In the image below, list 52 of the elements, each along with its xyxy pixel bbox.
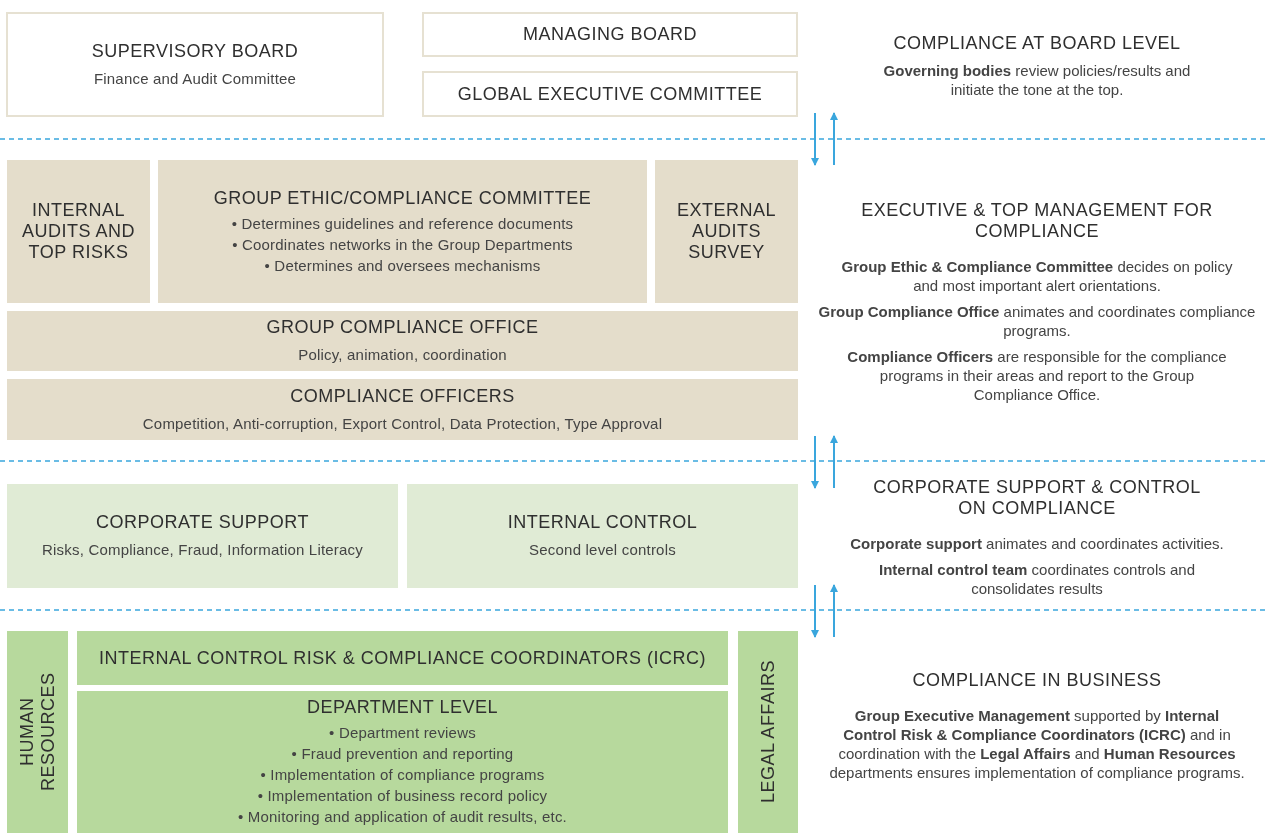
unit-description: Policy, animation, coordination xyxy=(298,345,507,365)
unit-title: INTERNAL AUDITS AND TOP RISKS xyxy=(21,200,136,263)
section-description: Group Executive Management supported by Internal Control Risk & Compliance Coordinators (ICRC) and in coordination with the Legal Affairs and Human Resources departments ensures implementation of compliance programs. xyxy=(828,706,1246,782)
org-unit-box xyxy=(7,631,68,833)
unit-title: DEPARTMENT LEVEL xyxy=(306,697,499,718)
unit-title: GROUP COMPLIANCE OFFICE xyxy=(266,317,539,338)
org-unit-box xyxy=(7,311,798,371)
bullet-item: • Determines and oversees mechanisms xyxy=(264,255,541,276)
unit-description: Second level controls xyxy=(529,540,676,560)
org-unit-box xyxy=(77,691,728,833)
org-unit-box xyxy=(738,631,798,833)
unit-title: MANAGING BOARD xyxy=(523,24,697,45)
org-unit-box xyxy=(422,71,798,117)
bullet-item: • Fraud prevention and reporting xyxy=(291,744,514,764)
org-unit-box xyxy=(7,484,398,588)
section-heading: EXECUTIVE & TOP MANAGEMENT FOR COMPLIANCE xyxy=(860,200,1214,242)
org-unit-box xyxy=(77,631,728,685)
section-heading: COMPLIANCE IN BUSINESS xyxy=(911,670,1163,691)
section-description: Group Compliance Office animates and coordinates compliance programs. xyxy=(817,302,1257,340)
org-unit-box xyxy=(7,379,798,440)
org-unit-box xyxy=(655,160,798,303)
unit-title: GROUP ETHIC/COMPLIANCE COMMITTEE xyxy=(213,187,592,209)
unit-title: SUPERVISORY BOARD xyxy=(91,40,299,62)
section-description: Governing bodies review policies/results and initiate the tone at the top. xyxy=(882,61,1192,99)
bullet-item: • Implementation of business record policy xyxy=(257,786,548,806)
org-unit-box xyxy=(7,160,150,303)
unit-description: Finance and Audit Committee xyxy=(93,68,297,89)
bullet-item: • Implementation of compliance programs xyxy=(260,765,545,785)
org-unit-box xyxy=(422,12,798,57)
bullet-item: • Coordinates networks in the Group Departments xyxy=(232,234,573,255)
section-description: Compliance Officers are responsible for the compliance programs in their areas and report to the Group Compliance Office. xyxy=(847,347,1227,404)
bullet-item: • Monitoring and application of audit results, etc. xyxy=(238,807,567,827)
unit-title: INTERNAL CONTROL RISK & COMPLIANCE COORDINATORS (ICRC) xyxy=(98,647,707,669)
unit-title: LEGAL AFFAIRS xyxy=(757,659,779,806)
unit-title: EXTERNAL AUDITS SURVEY xyxy=(676,200,777,263)
section-description: Group Ethic & Compliance Committee decides on policy and most important alert orientations. xyxy=(840,257,1234,295)
unit-title: CORPORATE SUPPORT xyxy=(96,512,309,533)
unit-description: Risks, Compliance, Fraud, Information Literacy xyxy=(42,540,363,560)
unit-title: COMPLIANCE OFFICERS xyxy=(290,385,515,407)
section-heading: COMPLIANCE AT BOARD LEVEL xyxy=(892,33,1182,54)
section-heading: CORPORATE SUPPORT & CONTROL ON COMPLIANCE xyxy=(872,477,1202,519)
bullet-item: • Determines guidelines and reference documents xyxy=(231,213,574,234)
bullet-item: • Department reviews xyxy=(329,723,476,743)
org-unit-box xyxy=(6,12,384,117)
unit-title: GLOBAL EXECUTIVE COMMITTEE xyxy=(457,83,763,105)
section-description: Internal control team coordinates controls and consolidates results xyxy=(878,560,1196,598)
unit-title: INTERNAL CONTROL xyxy=(507,512,698,533)
org-unit-box xyxy=(158,160,647,303)
unit-title: HUMAN RESOURCES xyxy=(16,671,59,794)
unit-description: Competition, Anti-corruption, Export Control, Data Protection, Type Approval xyxy=(142,413,663,434)
section-description: Corporate support animates and coordinates activities. xyxy=(849,534,1225,553)
org-unit-box xyxy=(407,484,798,588)
